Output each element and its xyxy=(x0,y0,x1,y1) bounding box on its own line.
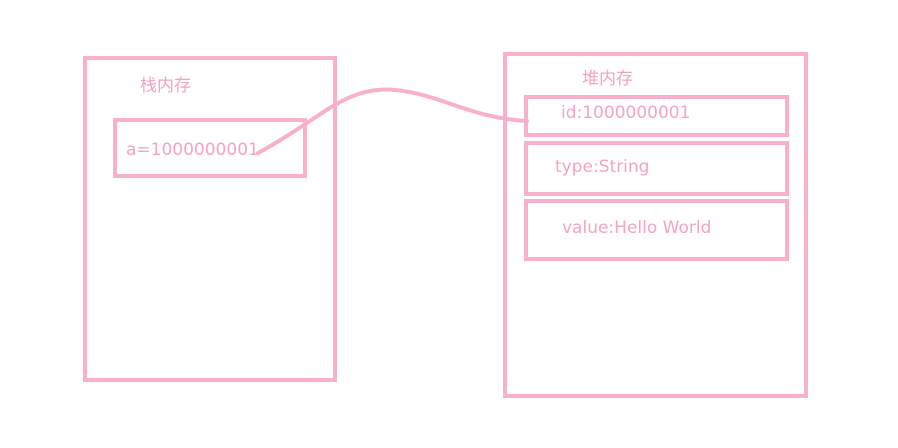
stack-variable-box xyxy=(113,118,307,178)
heap-field-value-label: value:Hello World xyxy=(562,218,712,238)
heap-field-id-label: id:1000000001 xyxy=(561,103,691,123)
heap-field-id-box xyxy=(524,95,789,137)
heap-field-type-label: type:String xyxy=(555,157,650,177)
heap-memory-box xyxy=(503,52,808,398)
heap-memory-title: 堆内存 xyxy=(582,69,633,89)
stack-memory-box xyxy=(83,56,337,382)
stack-variable-label: a=1000000001 xyxy=(126,140,259,160)
heap-field-type-box xyxy=(524,141,789,196)
heap-field-value-box xyxy=(524,199,789,261)
reference-curve xyxy=(256,87,529,155)
stack-memory-title: 栈内存 xyxy=(140,76,191,96)
